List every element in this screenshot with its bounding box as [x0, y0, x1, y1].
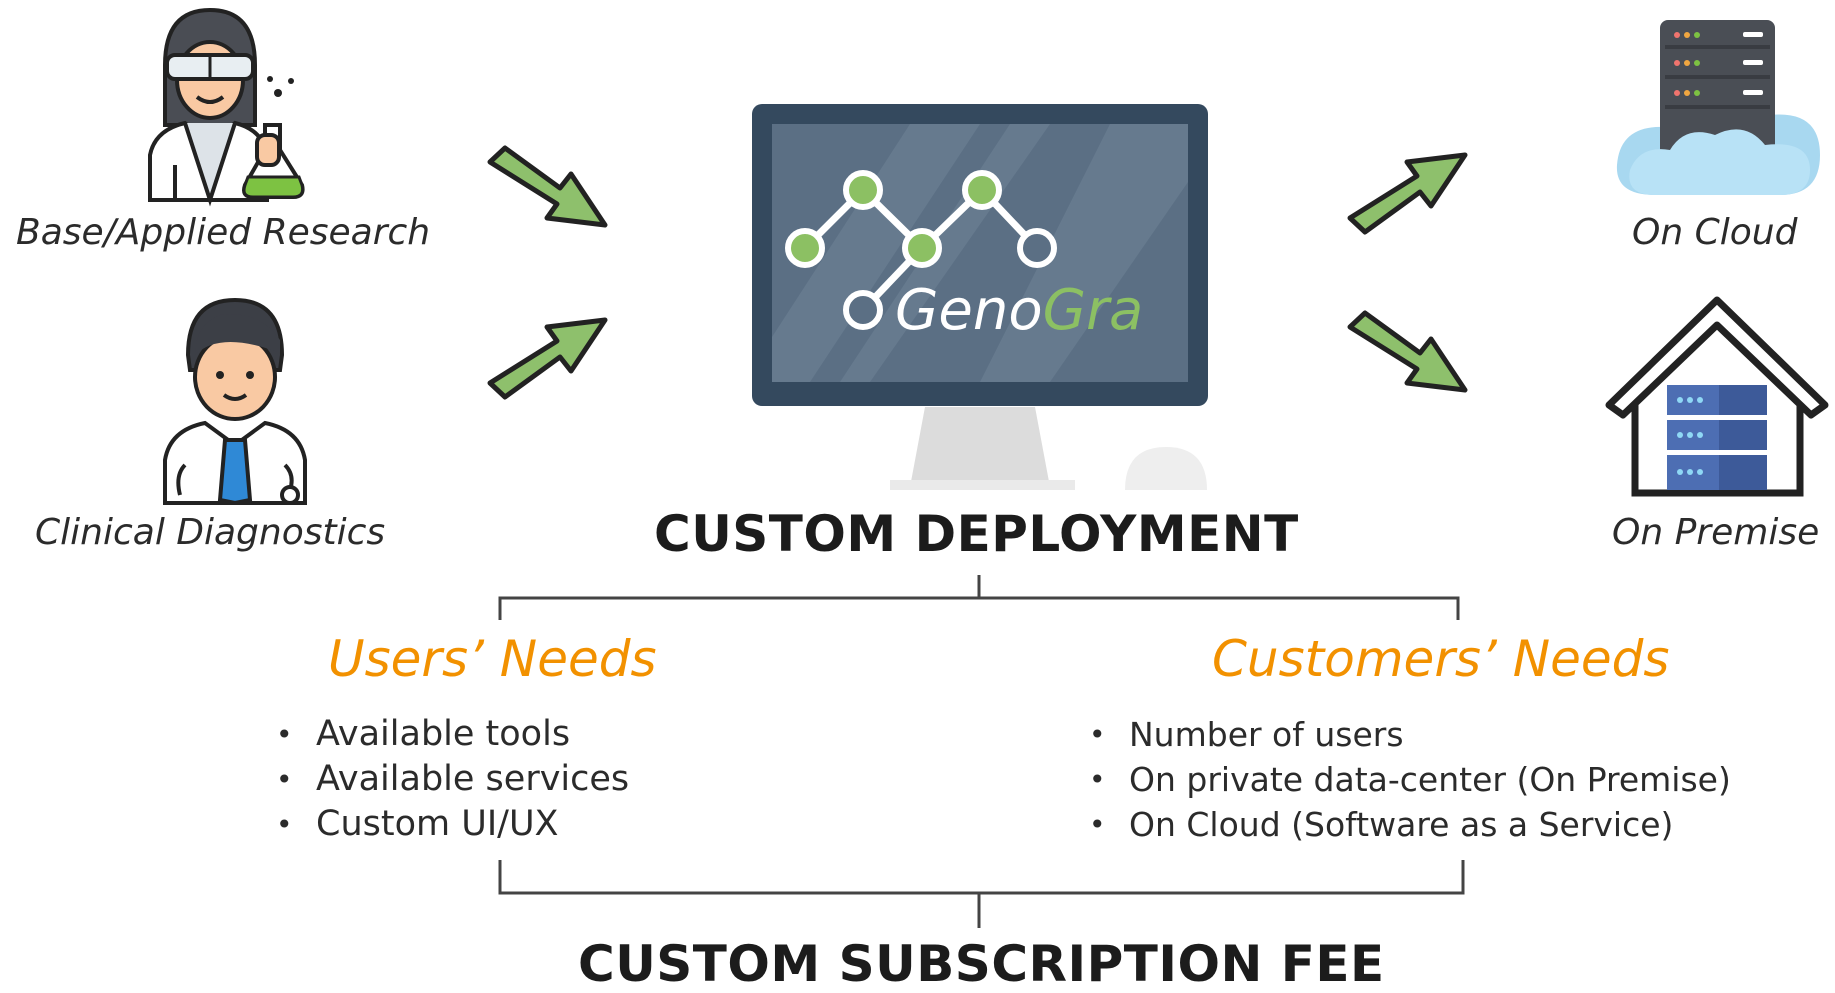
arrow-in-bottom-icon: [487, 317, 608, 400]
customers-needs-title: Customers’ Needs: [1212, 630, 1670, 688]
on-premise-house-icon: [1605, 296, 1829, 497]
genogra-logo-graph: [785, 170, 1057, 330]
graph-node-4: [962, 170, 1002, 210]
users-needs-list: Available tools Available services Custo…: [276, 712, 629, 847]
cloud-server-icon: [1616, 20, 1820, 195]
customers-needs-list: Number of users On private data-center (…: [1089, 712, 1731, 847]
researcher-icon: [148, 7, 305, 207]
arrow-out-top-icon: [1347, 152, 1468, 235]
clinical-label: Clinical Diagnostics: [35, 512, 386, 553]
genogra-logo-text: GenoGra: [895, 278, 1143, 343]
logo-text-gra: Gra: [1042, 278, 1144, 343]
doctor-icon: [163, 297, 307, 506]
premise-label: On Premise: [1612, 512, 1820, 553]
list-item: Available tools: [276, 712, 629, 757]
list-item: On private data-center (On Premise): [1089, 757, 1731, 802]
arrow-out-bottom-icon: [1347, 310, 1468, 393]
logo-text-geno: Geno: [895, 278, 1043, 343]
cloud-label: On Cloud: [1632, 212, 1798, 253]
list-item: Number of users: [1089, 712, 1731, 757]
arrow-in-top-icon: [487, 145, 608, 228]
graph-node-1: [785, 228, 825, 268]
graph-node-6: [843, 290, 883, 330]
list-item: On Cloud (Software as a Service): [1089, 802, 1731, 847]
fee-title: CUSTOM SUBSCRIPTION FEE: [578, 935, 1385, 993]
graph-node-3: [902, 228, 942, 268]
graph-node-2: [843, 170, 883, 210]
research-label: Base/Applied Research: [16, 212, 431, 253]
deployment-title: CUSTOM DEPLOYMENT: [654, 505, 1299, 563]
users-needs-title: Users’ Needs: [328, 630, 657, 688]
list-item: Custom UI/UX: [276, 802, 629, 847]
list-item: Available services: [276, 757, 629, 802]
graph-node-5: [1017, 228, 1057, 268]
